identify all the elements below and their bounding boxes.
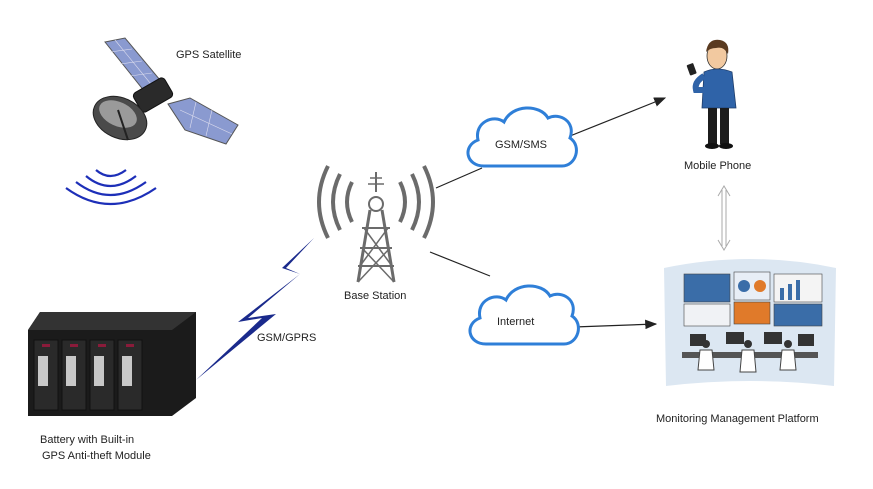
gps-signal-icon (65, 169, 157, 205)
mobile-phone-user-icon (686, 39, 737, 149)
internet-cloud-icon (468, 284, 580, 346)
gsm-sms-to-phone-arrow (559, 97, 667, 141)
base-station-label: Base Station (344, 290, 406, 302)
gps-satellite-icon (92, 37, 239, 145)
battery-label-line1: Battery with Built-in (40, 434, 134, 446)
monitoring-platform-icon (664, 259, 836, 386)
internet-label: Internet (497, 316, 534, 328)
monitoring-platform-label: Monitoring Management Platform (656, 413, 819, 425)
gsm-sms-cloud-icon (466, 106, 578, 168)
battery-label-line2: GPS Anti-theft Module (42, 450, 151, 462)
gsm-gprs-lightning-icon (196, 238, 314, 380)
internet-to-platform-arrow (573, 319, 658, 330)
gsm-gprs-label: GSM/GPRS (257, 332, 316, 344)
battery-bank-icon (28, 312, 196, 416)
gps-satellite-label: GPS Satellite (176, 49, 241, 61)
tower-to-internet-line (429, 251, 491, 277)
tower-to-gsm-sms-line (435, 167, 483, 189)
phone-platform-link-icon (717, 185, 731, 251)
gsm-sms-label: GSM/SMS (495, 139, 547, 151)
mobile-phone-label: Mobile Phone (684, 160, 751, 172)
base-station-tower-icon (317, 165, 435, 283)
